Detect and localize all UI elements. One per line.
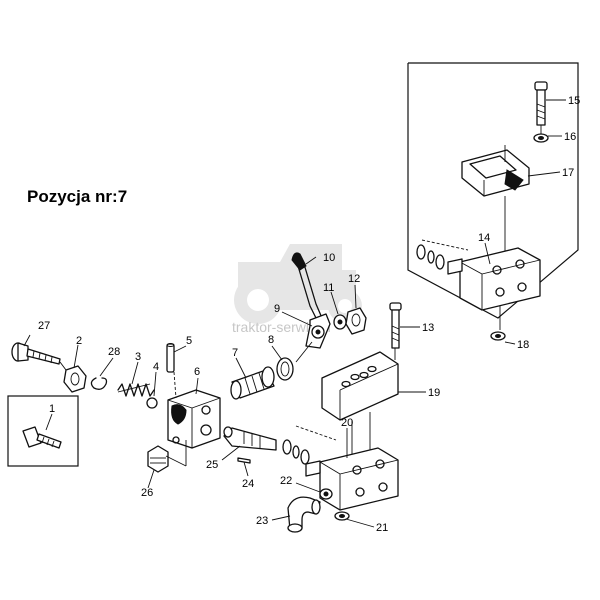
callout-4: 4 [153, 361, 159, 373]
part-14-valve-block [447, 247, 541, 311]
part-22-ring [319, 488, 333, 500]
part-27-adjusting-screw [11, 342, 61, 365]
page-title: Pozycja nr:7 [27, 187, 128, 206]
part-19-block [321, 351, 399, 421]
callout-numbers: 27 2 28 3 4 5 6 7 8 9 10 11 12 13 14 15 … [38, 95, 580, 534]
part-2-nut [63, 365, 87, 393]
part-1-bolt [22, 426, 62, 449]
part-21-washer [334, 511, 350, 521]
callout-1: 1 [49, 403, 55, 415]
part-6-housing [167, 389, 221, 449]
callout-21: 21 [376, 522, 388, 534]
callout-19: 19 [428, 387, 440, 399]
part-17-bracket [461, 149, 530, 197]
part-8-o-ring [276, 357, 294, 381]
callout-14: 14 [478, 232, 490, 244]
part-12-nut [345, 307, 367, 335]
part-15-bolt [534, 81, 548, 135]
callout-28: 28 [108, 346, 120, 358]
part-5-pin [166, 343, 175, 373]
callout-8: 8 [268, 334, 274, 346]
part-18-washer [490, 331, 506, 341]
callout-27: 27 [38, 320, 50, 332]
part-3-spring [117, 383, 155, 397]
part-28-clip [90, 377, 108, 390]
callout-9: 9 [274, 303, 280, 315]
part-10-lever [291, 252, 331, 349]
callout-6: 6 [194, 366, 200, 378]
lower-side-fittings [282, 425, 337, 465]
callout-16: 16 [564, 131, 576, 143]
callout-10: 10 [323, 252, 335, 264]
callout-7: 7 [232, 347, 238, 359]
callout-24: 24 [242, 478, 254, 490]
callout-3: 3 [135, 351, 141, 363]
part-13-bolt [389, 302, 402, 349]
part-23-elbow-fitting [287, 496, 321, 533]
callout-2: 2 [76, 335, 82, 347]
callout-18: 18 [517, 339, 529, 351]
callout-15: 15 [568, 95, 580, 107]
watermark-logo: traktor-serwis.pl [232, 244, 362, 335]
part-16-washer [533, 133, 549, 143]
part-25-plunger [223, 426, 277, 451]
part-11-washer [333, 314, 347, 330]
callout-20: 20 [341, 417, 353, 429]
part-24-small-pin [237, 457, 251, 464]
callout-12: 12 [348, 273, 360, 285]
part-7-spool [230, 366, 275, 400]
callout-17: 17 [562, 167, 574, 179]
callout-5: 5 [186, 335, 192, 347]
inset-side-fittings [416, 239, 469, 270]
callout-leaders [23, 99, 566, 528]
callout-25: 25 [206, 459, 218, 471]
callout-22: 22 [280, 475, 292, 487]
callout-11: 11 [323, 282, 334, 294]
callout-13: 13 [422, 322, 434, 334]
inset-part-1-frame [7, 395, 79, 467]
callout-26: 26 [141, 487, 153, 499]
part-26-plug [147, 445, 169, 473]
part-4-ball [146, 397, 158, 409]
part-20-valve-block [305, 447, 399, 511]
callout-23: 23 [256, 515, 268, 527]
